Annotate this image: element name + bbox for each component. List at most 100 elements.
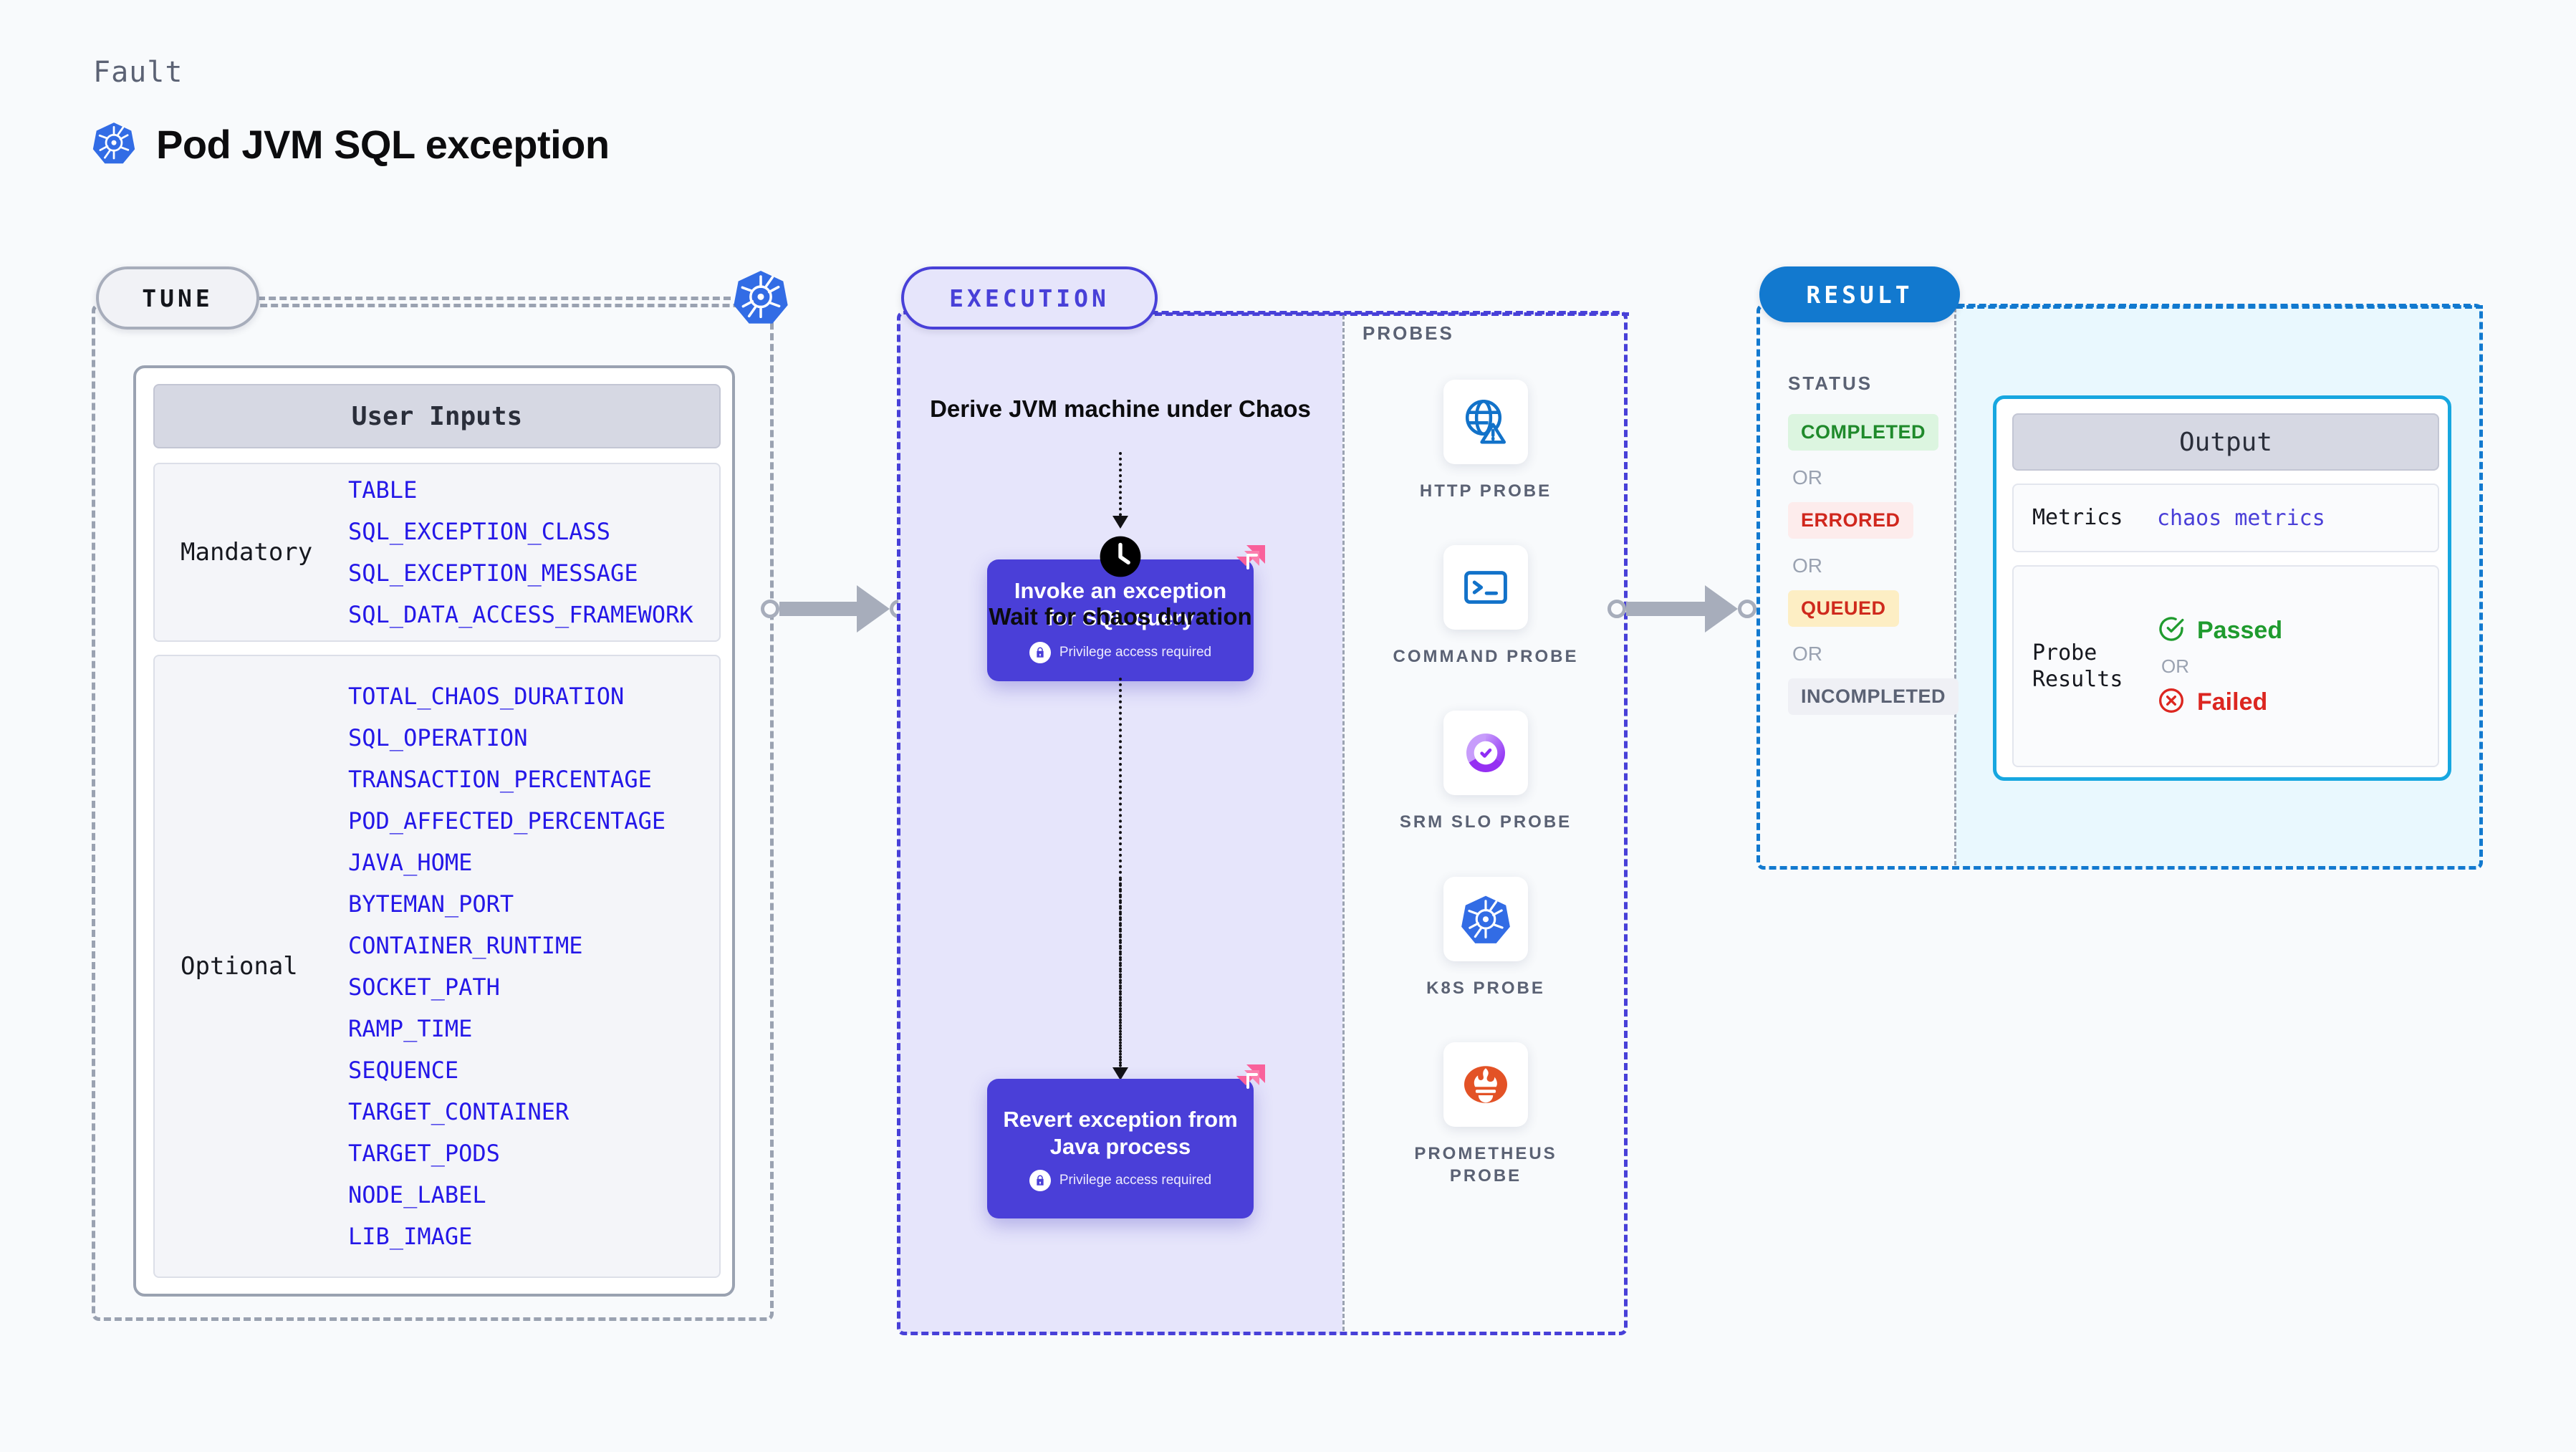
param-item[interactable]: POD_AFFECTED_PERCENTAGE [348,807,666,835]
probe-label: SRM SLO PROBE [1399,812,1572,832]
connector-bar [779,602,858,616]
status-title: STATUS [1788,372,1873,394]
param-item[interactable]: SEQUENCE [348,1057,459,1084]
param-item[interactable]: TARGET_CONTAINER [348,1098,569,1125]
param-item[interactable]: SQL_EXCEPTION_MESSAGE [348,559,638,587]
param-item[interactable]: TRANSACTION_PERCENTAGE [348,766,652,793]
param-item[interactable]: NODE_LABEL [348,1181,486,1208]
probe-result-failed: Failed [2157,686,2282,718]
result-divider [1954,308,1956,865]
status-or: OR [1792,466,1822,489]
connector-knob [1607,600,1626,618]
globe-warning-icon [1443,380,1528,464]
param-item[interactable]: CONTAINER_RUNTIME [348,932,583,959]
clock-icon [1098,534,1143,579]
probe-item-command[interactable]: COMMAND PROBE [1347,545,1625,668]
param-item[interactable]: TOTAL_CHAOS_DURATION [348,683,625,710]
revert-step-note: Privilege access required [1029,1170,1212,1192]
flow-arrow [1112,452,1128,529]
probe-item-prometheus[interactable]: PROMETHEUS PROBE [1347,1042,1625,1187]
metrics-label: Metrics [2032,505,2123,531]
status-list: COMPLETED OR ERRORED OR QUEUED OR INCOMP… [1788,414,1959,722]
fault-kicker: Fault [93,56,183,89]
invoke-step-note-text: Privilege access required [1059,644,1212,660]
user-inputs-title: User Inputs [153,384,721,448]
kubernetes-icon [732,268,789,325]
status-or: OR [1792,643,1822,665]
status-badge-errored: ERRORED [1788,502,1913,539]
tune-top-connector [258,297,731,300]
kubernetes-icon [92,120,136,168]
connector-bar [1626,602,1706,616]
probe-label: PROMETHEUS PROBE [1414,1143,1557,1186]
probe-label: K8S PROBE [1426,978,1545,998]
invoke-step-note: Privilege access required [1029,641,1212,663]
probe-results-values: Passed OR Failed [2157,615,2282,718]
lock-icon [1029,641,1051,663]
status-badge-incompleted: INCOMPLETED [1788,678,1959,715]
probe-result-passed: Passed [2157,615,2282,647]
param-item[interactable]: LIB_IMAGE [348,1223,473,1250]
mandatory-param-group: Mandatory TABLE SQL_EXCEPTION_CLASS SQL_… [153,463,721,642]
probes-list: HTTP PROBE COMMAND PROBE [1347,380,1625,1187]
probe-item-srm-slo[interactable]: SRM SLO PROBE [1347,711,1625,833]
revert-step-card[interactable]: Revert exception from Java process Privi… [987,1064,1265,1218]
tune-stage-label: TUNE [96,266,259,330]
passed-label: Passed [2197,616,2283,644]
lock-icon [1029,1170,1051,1192]
probes-title: PROBES [1363,322,1454,344]
page-title: Pod JVM SQL exception [156,122,610,167]
litmus-logo-icon [1222,1063,1267,1106]
probe-result-or: OR [2161,655,2189,677]
prometheus-icon [1443,1042,1528,1127]
connector-tune-to-execution [761,585,908,633]
output-card: Output Metrics chaos metrics Probe Resul… [1993,395,2451,781]
mandatory-label: Mandatory [181,538,313,567]
connector-arrowhead [1705,585,1738,633]
connector-execution-to-result [1607,585,1756,633]
litmus-logo-icon [1222,544,1267,587]
user-inputs-card: User Inputs Mandatory TABLE SQL_EXCEPTIO… [133,365,735,1297]
status-badge-queued: QUEUED [1788,590,1899,627]
probe-label: HTTP PROBE [1419,481,1552,501]
param-item[interactable]: JAVA_HOME [348,849,473,876]
connector-knob [761,600,779,618]
tune-panel [92,304,774,1321]
revert-step-title: Revert exception from Java process [1003,1106,1238,1159]
param-item[interactable]: TABLE [348,476,418,504]
param-item[interactable]: BYTEMAN_PORT [348,890,514,918]
invoke-step-card[interactable]: Invoke an exception for SQL query Privil… [987,545,1265,681]
param-item[interactable]: SOCKET_PATH [348,973,500,1001]
optional-label: Optional [181,952,298,981]
probe-results-label: Probe Results [2032,640,2123,693]
param-item[interactable]: RAMP_TIME [348,1015,473,1042]
result-stage-label: RESULT [1759,266,1960,322]
invoke-step-title: Invoke an exception for SQL query [1014,578,1227,630]
status-or: OR [1792,554,1822,577]
terminal-icon [1443,545,1528,630]
metrics-value[interactable]: chaos metrics [2157,505,2325,531]
optional-param-list: TOTAL_CHAOS_DURATION SQL_OPERATION TRANS… [348,675,665,1257]
connector-arrowhead [857,585,890,633]
kubernetes-icon [1443,876,1528,961]
flow-arrow [1112,878,1128,1095]
output-probe-results-row: Probe Results Passed OR [2012,565,2439,767]
x-circle-icon [2157,686,2186,718]
param-item[interactable]: SQL_OPERATION [348,724,528,751]
output-metrics-row: Metrics chaos metrics [2012,484,2439,552]
output-title: Output [2012,413,2439,471]
execution-stage-label: EXECUTION [901,266,1158,330]
revert-step-note-text: Privilege access required [1059,1173,1212,1188]
probe-item-k8s[interactable]: K8S PROBE [1347,876,1625,999]
probe-item-http[interactable]: HTTP PROBE [1347,380,1625,502]
failed-label: Failed [2197,688,2268,716]
param-item[interactable]: TARGET_PODS [348,1140,500,1167]
param-item[interactable]: SQL_DATA_ACCESS_FRAMEWORK [348,601,693,628]
check-circle-icon [2157,615,2186,647]
optional-param-group: Optional TOTAL_CHAOS_DURATION SQL_OPERAT… [153,655,721,1278]
wait-step-text: Wait for chaos duration [989,603,1252,630]
mandatory-param-list: TABLE SQL_EXCEPTION_CLASS SQL_EXCEPTION_… [348,469,693,635]
param-item[interactable]: SQL_EXCEPTION_CLASS [348,518,611,545]
connector-knob [1738,600,1756,618]
